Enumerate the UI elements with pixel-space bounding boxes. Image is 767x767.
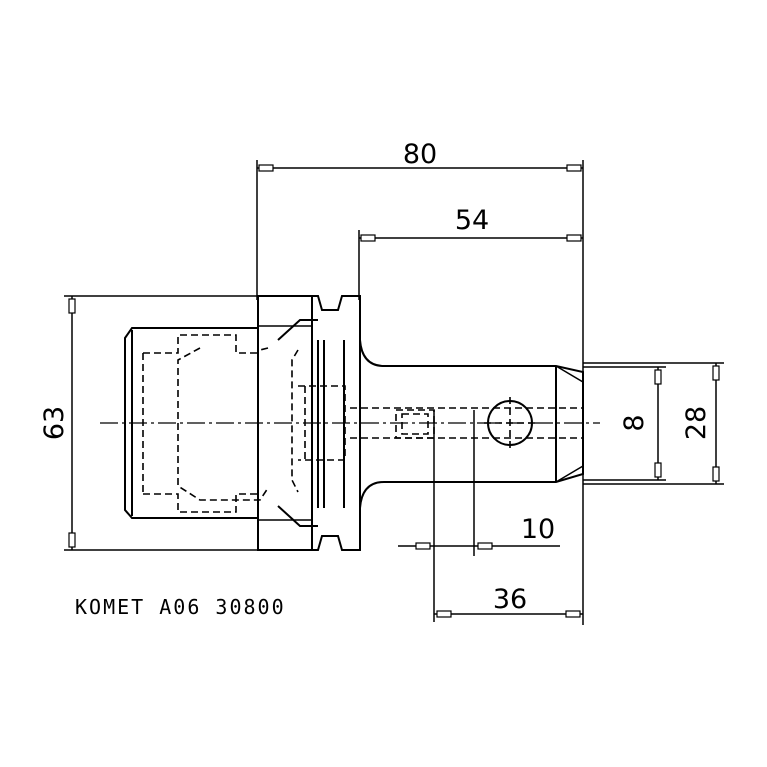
arrow-marker — [415, 542, 431, 550]
dimension-label-54: 54 — [455, 205, 489, 236]
dimension-overall-length: 80 — [256, 139, 584, 625]
arrow-marker — [654, 462, 662, 478]
arrow-marker — [712, 365, 720, 381]
dimension-label-28: 28 — [681, 406, 712, 440]
arrow-marker — [436, 610, 452, 618]
arrow-marker — [712, 466, 720, 482]
arrow-marker — [477, 542, 493, 550]
dimension-label-63: 63 — [39, 406, 70, 440]
arrow-marker — [68, 532, 76, 548]
dimension-label-36: 36 — [493, 584, 527, 615]
arrow-marker — [360, 234, 376, 242]
arrow-marker — [566, 234, 582, 242]
tool-holder-part — [100, 295, 600, 551]
dimension-label-80: 80 — [403, 139, 437, 170]
arrow-marker — [258, 164, 274, 172]
dimension-screw-distance: 36 — [434, 584, 583, 618]
arrow-marker — [566, 164, 582, 172]
arrow-marker — [565, 610, 581, 618]
dimension-bore-diameter: 8 — [583, 366, 666, 481]
arrow-marker — [654, 369, 662, 385]
dimension-label-10: 10 — [521, 514, 555, 545]
arrow-marker — [68, 298, 76, 314]
dimension-screw-offset: 10 — [398, 410, 560, 622]
dimension-shank-diameter: 28 — [583, 362, 724, 485]
dimension-flange-diameter: 63 — [39, 295, 260, 551]
dimension-label-8: 8 — [619, 414, 650, 431]
dimension-shank-length: 54 — [358, 205, 583, 300]
part-number-caption: KOMET A06 30800 — [75, 595, 286, 619]
